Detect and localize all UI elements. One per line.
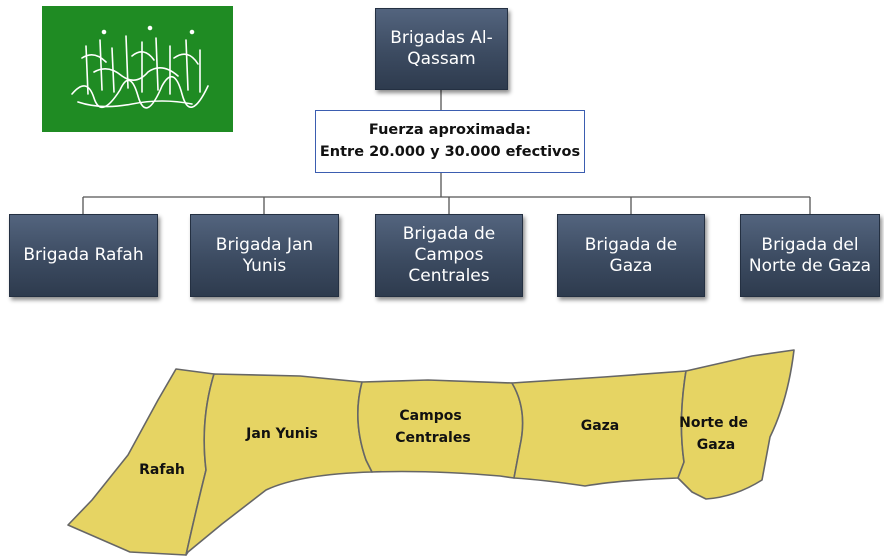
region-norte-gaza <box>677 349 795 500</box>
brigade-gaza-box: Brigada de Gaza <box>557 214 705 297</box>
brigade-campos-centrales-box: Brigada de Campos Centrales <box>375 214 523 297</box>
brigade-norte-gaza-box: Brigada del Norte de Gaza <box>740 214 880 297</box>
map-label-norte-gaza: Norte de Gaza <box>679 415 753 453</box>
hamas-flag <box>42 6 233 132</box>
brigade-rafah-label: Brigada Rafah <box>23 245 144 266</box>
al-qassam-brigades-box: Brigadas Al-Qassam <box>375 8 508 90</box>
map-label-jan-yunis: Jan Yunis <box>245 426 318 442</box>
brigade-jan-yunis-label: Brigada Jan Yunis <box>215 234 314 276</box>
brigade-norte-gaza-label: Brigada del Norte de Gaza <box>748 234 872 276</box>
map-label-rafah: Rafah <box>139 462 185 478</box>
region-campos-centrales <box>357 379 524 479</box>
brigade-jan-yunis-box: Brigada Jan Yunis <box>190 214 339 297</box>
map-label-campos-centrales: Campos Centrales <box>395 408 470 446</box>
strength-value: Entre 20.000 y 30.000 efectivos <box>319 143 581 160</box>
strength-title: Fuerza aproximada: <box>368 122 532 139</box>
brigade-campos-centrales-label: Brigada de Campos Centrales <box>402 224 496 286</box>
al-qassam-brigades-label: Brigadas Al-Qassam <box>390 28 493 69</box>
shahada-calligraphy-icon <box>71 25 209 109</box>
brigade-rafah-box: Brigada Rafah <box>9 214 158 297</box>
map-label-gaza: Gaza <box>581 418 620 434</box>
brigade-gaza-label: Brigada de Gaza <box>584 234 678 276</box>
region-jan-yunis <box>185 373 373 556</box>
strength-box: Fuerza aproximada: Entre 20.000 y 30.000… <box>315 110 585 173</box>
